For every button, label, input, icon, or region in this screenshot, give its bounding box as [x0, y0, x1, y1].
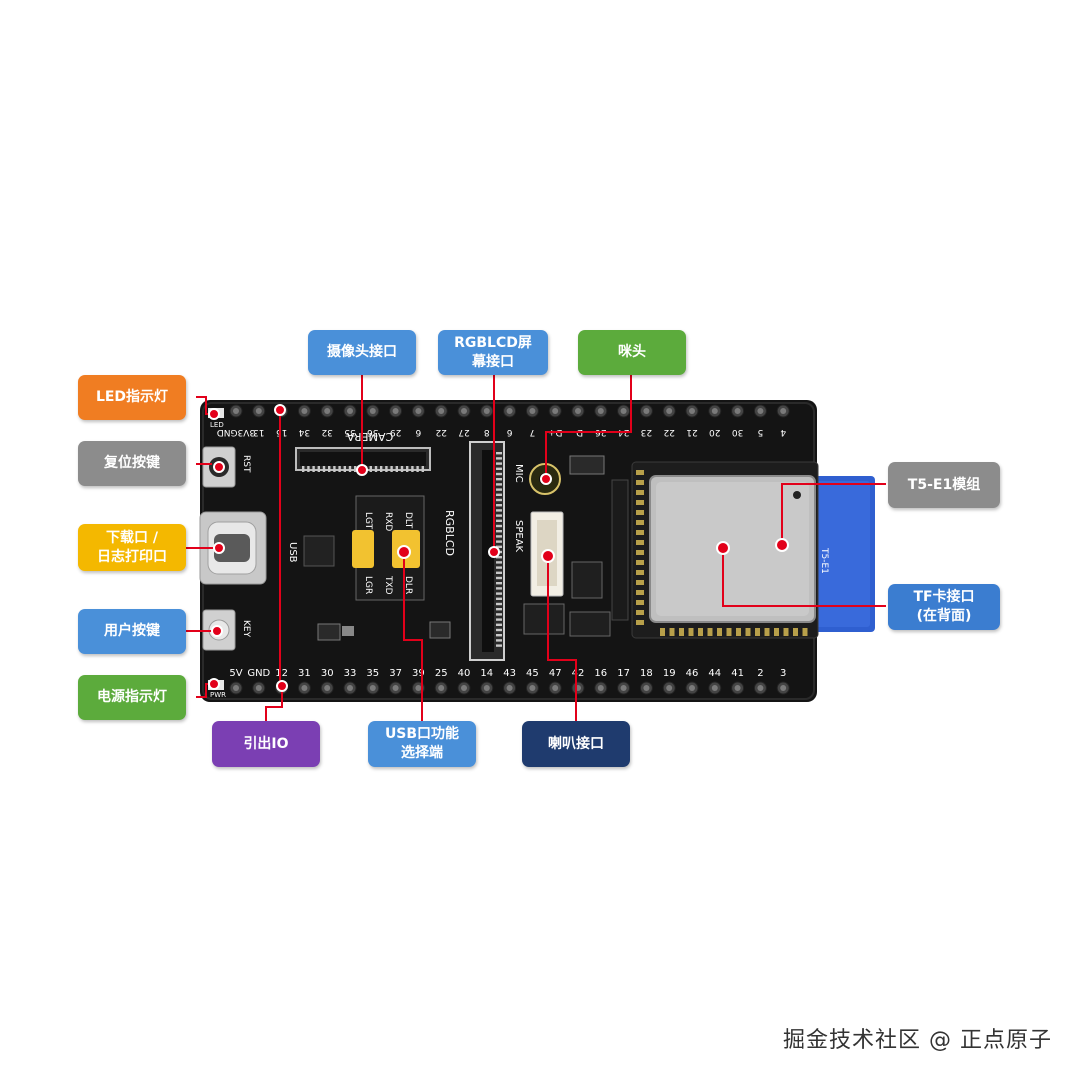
- top-pin-label: 35: [344, 427, 355, 437]
- top-pin-label: 8: [484, 427, 490, 437]
- callout-download-text: 下载口 / 日志打印口: [97, 529, 167, 565]
- bottom-pin-label: 37: [389, 668, 402, 679]
- top-pin-label: 34: [298, 427, 310, 437]
- top-pin-label: 20: [709, 427, 721, 437]
- top-pin-label: 27: [458, 427, 469, 437]
- bottom-pin-label: 18: [640, 668, 653, 679]
- bottom-pin-label: 2: [757, 668, 763, 679]
- top-pin-label: 29: [390, 427, 402, 437]
- key-silk-label: KEY: [241, 620, 251, 638]
- callout-power-led: 电源指示灯: [78, 675, 186, 720]
- bottom-pin-label: 14: [480, 668, 493, 679]
- speak-silk-label: SPEAK: [513, 520, 524, 553]
- callout-io-pins: 引出IO: [212, 721, 320, 767]
- bottom-pin-label: 41: [731, 668, 744, 679]
- leader-dots: [208, 404, 789, 692]
- bottom-pin-label: 43: [503, 668, 516, 679]
- bottom-pin-label: 42: [572, 668, 585, 679]
- top-pin-label: 36: [367, 427, 379, 437]
- module-side-label: T5-E1: [819, 547, 829, 574]
- rst-silk-label: RST: [241, 455, 251, 473]
- usb-chip: [303, 535, 335, 567]
- bottom-pin-label: 47: [549, 668, 562, 679]
- bottom-pin-label: 3: [780, 668, 786, 679]
- bottom-pin-label: 25: [435, 668, 448, 679]
- rgblcd-silk-label: RGBLCD: [443, 510, 456, 556]
- jumper-cap-1: [352, 530, 374, 568]
- top-pin-label: 5: [758, 427, 764, 437]
- callout-io-text: 引出IO: [243, 735, 289, 752]
- top-pin-label: 7: [530, 427, 536, 437]
- callout-reset-text: 复位按键: [104, 455, 160, 471]
- jumper-label-dlt: DLT: [403, 512, 413, 529]
- bottom-pin-label: 17: [617, 668, 630, 679]
- jumper-label-lgt: LGT: [363, 512, 373, 530]
- bottom-pin-label: 5V: [229, 668, 242, 679]
- top-pin-label: 32: [321, 427, 332, 437]
- bottom-pin-label: 46: [686, 668, 699, 679]
- callout-tfcard-text: TF卡接口 (在背面): [913, 589, 975, 624]
- usb-silk-label: USB: [287, 542, 298, 563]
- jumper-label-txd: TXD: [383, 575, 393, 595]
- callout-usbsel-text: USB口功能 选择端: [384, 726, 460, 761]
- callout-led-text: LED指示灯: [95, 389, 169, 405]
- bottom-pin-label: 45: [526, 668, 539, 679]
- jumper-label-lgr: LGR: [363, 576, 373, 594]
- callout-tf-card: TF卡接口 (在背面): [888, 584, 1000, 630]
- callout-user-key: 用户按键: [78, 609, 186, 654]
- callout-power-text: 电源指示灯: [97, 689, 167, 705]
- callout-speaker-port: 喇叭接口: [522, 721, 630, 767]
- bottom-pin-label: 30: [321, 668, 334, 679]
- bottom-pin-label: 40: [458, 668, 471, 679]
- bottom-pin-labels: 5V GND 12 31 30 33 35 37 39 25 40 14 43 45 47 42 16 17 18 1…: [229, 668, 786, 679]
- jumper-label-dlr: DLR: [403, 576, 413, 594]
- top-pin-label: 23: [641, 427, 652, 437]
- callout-rgblcd-port: RGBLCD屏 幕接口: [438, 330, 548, 375]
- bottom-pin-label: GND: [247, 668, 270, 679]
- top-pin-label: 6: [415, 427, 421, 437]
- led-silk-label: LED: [210, 421, 224, 429]
- mic-silk-label: MIC: [513, 464, 524, 483]
- callout-mic-text: 咪头: [618, 344, 646, 360]
- callout-userkey-text: 用户按键: [104, 623, 160, 639]
- bottom-pin-label: 19: [663, 668, 676, 679]
- bottom-pin-label: 33: [344, 668, 357, 679]
- top-pin-label: 3V3GND: [217, 427, 255, 437]
- top-pin-label: 22: [663, 427, 674, 437]
- top-pin-label: 13: [253, 427, 264, 437]
- pwr-silk-label: PWR: [210, 691, 226, 699]
- bottom-pin-label: 44: [708, 668, 721, 679]
- callout-rgblcd-text: RGBLCD屏 幕接口: [454, 334, 532, 370]
- top-pin-label: 15: [276, 427, 287, 437]
- callout-download-port: 下载口 / 日志打印口: [78, 524, 186, 571]
- bottom-pin-label: 39: [412, 668, 425, 679]
- callout-camera-port: 摄像头接口: [308, 330, 416, 375]
- callout-led-indicator: LED指示灯: [78, 375, 186, 420]
- top-pin-label: 30: [732, 427, 744, 437]
- bottom-pin-label: 31: [298, 668, 311, 679]
- bottom-pin-label: 16: [594, 668, 607, 679]
- bottom-pin-label: 35: [366, 668, 379, 679]
- watermark: 掘金技术社区 @ 正点原子: [783, 1028, 1052, 1053]
- callout-usb-select: USB口功能 选择端: [368, 721, 476, 767]
- top-pin-header: [229, 404, 790, 418]
- jumper-label-rxd: RXD: [383, 512, 393, 531]
- callout-mic: 咪头: [578, 330, 686, 375]
- bottom-pin-label: 12: [275, 668, 288, 679]
- callout-reset-button: 复位按键: [78, 441, 186, 486]
- callout-speaker-text: 喇叭接口: [548, 735, 604, 752]
- callout-module-text: T5-E1模组: [907, 476, 981, 493]
- top-pin-label: 22: [435, 427, 446, 437]
- top-pin-label: 6: [506, 427, 512, 437]
- camera-silk-label: CAMERA: [346, 430, 393, 443]
- top-pin-label: 21: [686, 427, 697, 437]
- callout-module: T5-E1模组: [888, 462, 1000, 508]
- top-pin-label: 4: [780, 427, 786, 437]
- callout-camera-text: 摄像头接口: [327, 344, 397, 360]
